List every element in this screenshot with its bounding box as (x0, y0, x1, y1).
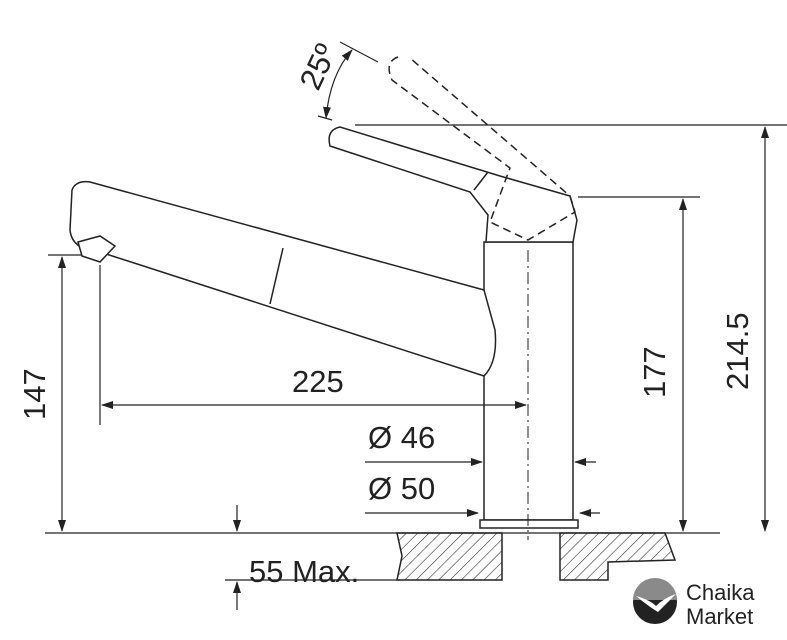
dim-225: 225 (292, 364, 344, 399)
dim-147: 147 (17, 368, 52, 420)
dim-55-max: 55 Max. (249, 554, 359, 589)
lever (328, 126, 578, 243)
dim-diameter-50: Ø 50 (368, 471, 435, 506)
faucet-body (479, 241, 579, 540)
dim-177: 177 (637, 346, 672, 398)
logo-line1: Chaika (686, 580, 755, 605)
spout (69, 180, 497, 377)
lever-raised (388, 56, 576, 241)
dim-diameter-46: Ø 46 (368, 420, 435, 455)
dim-214-5: 214.5 (720, 312, 755, 390)
chaika-market-logo: Chaika Market (610, 575, 787, 640)
dimension-lines (45, 41, 787, 610)
dim-angle-25: 25º (293, 39, 344, 95)
countertop (396, 532, 677, 581)
logo-line2: Market (686, 604, 753, 629)
